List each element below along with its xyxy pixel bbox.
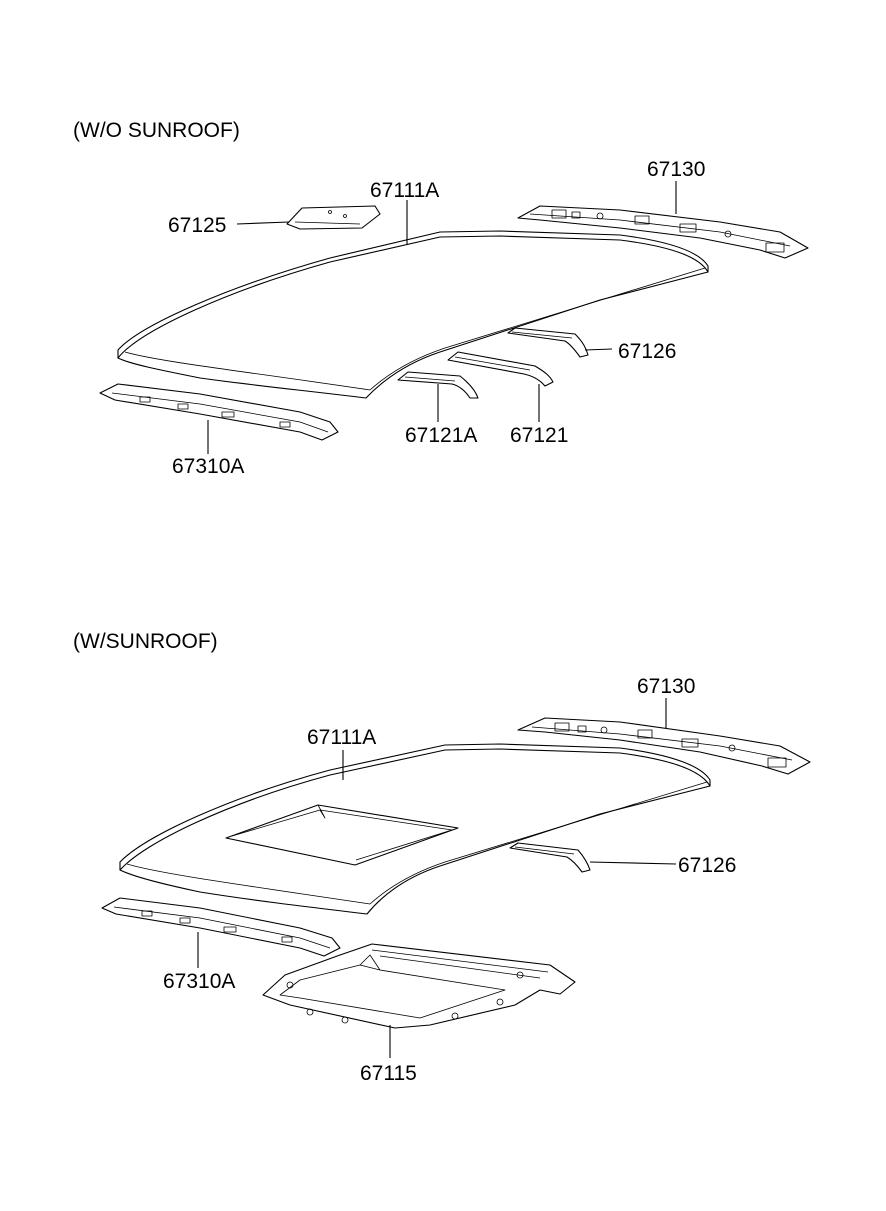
- part-label-67121: 67121: [510, 424, 568, 447]
- bow-67121a-drawing: [397, 371, 479, 399]
- part-label-67111a-sunroof: 67111A: [307, 726, 376, 749]
- part-label-67130-sunroof: 67130: [637, 675, 695, 698]
- roof-rail-67130-sunroof-drawing: [517, 717, 811, 775]
- part-label-67115-sunroof: 67115: [360, 1062, 417, 1085]
- part-label-67126: 67126: [618, 340, 676, 363]
- leader-67125: [236, 221, 290, 225]
- part-label-67111a: 67111A: [370, 179, 439, 202]
- bow-67121-drawing: [447, 351, 554, 387]
- part-label-67125: 67125: [168, 214, 226, 237]
- roof-panel-67111a-sunroof-drawing: [119, 743, 711, 915]
- part-label-67121a: 67121A: [405, 424, 477, 447]
- section-without-sunroof: (W/O SUNROOF): [73, 119, 809, 478]
- plate-67125-drawing: [286, 205, 381, 230]
- leader-67126-sunroof: [589, 861, 677, 865]
- roof-panel-67111a-drawing: [117, 230, 709, 399]
- section-with-sunroof: (W/SUNROOF): [73, 630, 811, 1085]
- bow-67126-drawing: [507, 327, 589, 358]
- part-label-67310a-sunroof: 67310A: [163, 970, 235, 993]
- part-label-67130: 67130: [647, 158, 705, 181]
- sunroof-frame-67115-drawing: [262, 943, 576, 1029]
- section-heading-with-sunroof: (W/SUNROOF): [73, 630, 218, 653]
- part-label-67310a: 67310A: [172, 455, 244, 478]
- part-label-67126-sunroof: 67126: [678, 854, 736, 877]
- bow-67126-sunroof-drawing: [509, 842, 591, 873]
- roof-rail-67130-drawing: [517, 205, 809, 259]
- section-heading-without-sunroof: (W/O SUNROOF): [73, 119, 240, 142]
- leader-67126: [584, 348, 613, 351]
- rail-67310a-drawing: [99, 383, 339, 441]
- rail-67310a-sunroof-drawing: [101, 897, 341, 957]
